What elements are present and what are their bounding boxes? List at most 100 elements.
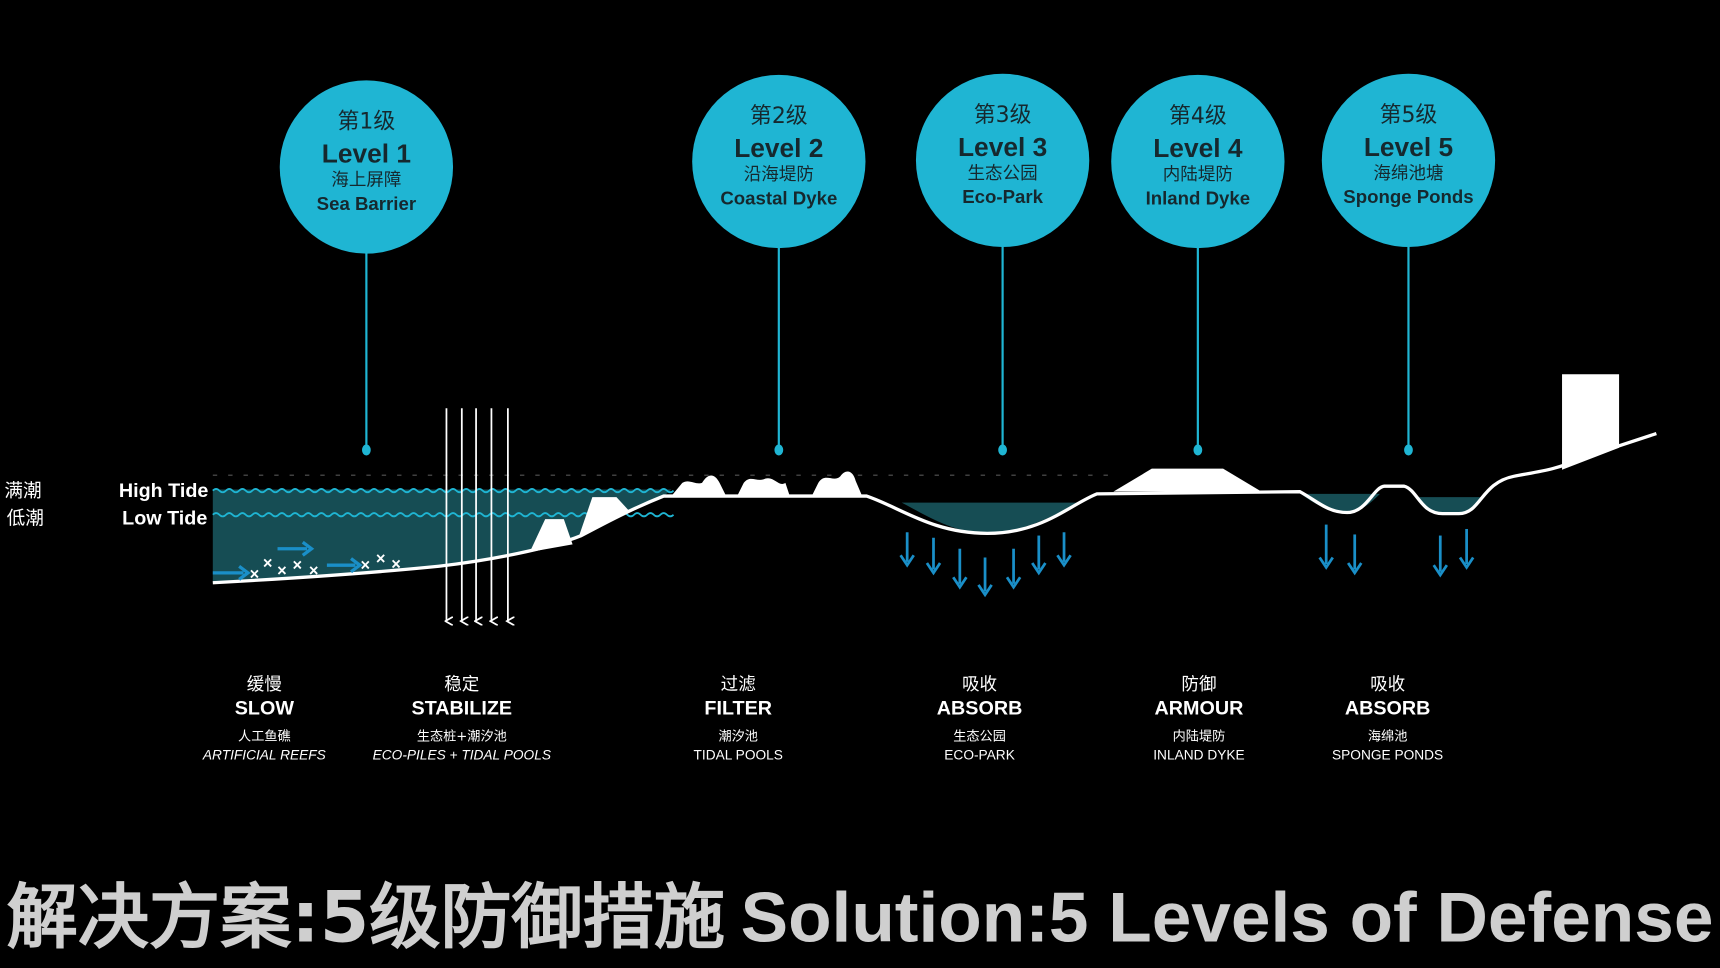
strategy-sub-cn: 人工鱼礁 (238, 728, 291, 745)
low-tide-cn-label: 低潮 (7, 509, 44, 530)
level-cn-name: 生态公园 (968, 164, 1038, 184)
artificial-reef-icon: × (309, 562, 319, 580)
infiltration-arrow-icon (1056, 532, 1072, 568)
high-tide-wave (212, 488, 675, 494)
level-name: Sea Barrier (317, 193, 416, 214)
leader-dot (361, 444, 371, 456)
strategy-cn: 稳定 (444, 675, 479, 695)
level-circle (279, 80, 454, 254)
infiltration-arrow-icon (1458, 528, 1475, 570)
infiltration-arrow-icon (925, 537, 942, 576)
strategy-en: STABILIZE (412, 697, 513, 719)
title-en: Solution:5 Levels of Defense (741, 877, 1714, 956)
strategy-sub-en: ARTIFICIAL REEFS (202, 747, 326, 762)
level-circle (692, 74, 866, 249)
level-cn-level: 第3级 (974, 103, 1032, 128)
infiltration-arrow-icon (1031, 535, 1047, 576)
leader-dot (1404, 444, 1413, 456)
level-cn-name: 内陆堤防 (1163, 165, 1233, 185)
strategy-cn: 缓慢 (247, 674, 282, 695)
strategy-sub-cn: 潮汐池 (719, 729, 758, 745)
artificial-reef-icon: × (292, 557, 302, 575)
level-cn-level: 第1级 (337, 110, 395, 135)
breakwater-rock (579, 497, 630, 536)
strategy-cn: 吸收 (1370, 675, 1405, 695)
level-name: Sponge Ponds (1343, 186, 1473, 207)
level-cn-name: 沿海堤防 (744, 165, 814, 185)
high-tide-cn-label: 满潮 (4, 481, 41, 502)
sponge-pond-2 (1417, 497, 1484, 514)
wave-flow-arrow-icon (326, 557, 363, 574)
artificial-reef-icon: × (263, 554, 273, 572)
strategy-sub-cn: 内陆堤防 (1173, 729, 1226, 745)
level-level: Level 3 (958, 132, 1047, 162)
level-cn-name: 海上屏障 (331, 171, 401, 191)
strategy-en: FILTER (704, 697, 772, 719)
level-level: Level 5 (1364, 132, 1453, 162)
infiltration-arrow-icon (1005, 548, 1022, 590)
level-level: Level 1 (322, 139, 411, 169)
leader-dot (998, 444, 1007, 456)
wave-flow-arrow-icon (212, 564, 251, 581)
artificial-reef-icon: × (360, 557, 370, 575)
strategy-en: SLOW (235, 697, 295, 719)
level-circle (915, 73, 1090, 248)
level-cn-level: 第2级 (750, 104, 808, 129)
inland-dyke (1113, 468, 1262, 492)
artificial-reef-icon: × (391, 556, 401, 574)
strategy-sub-en: INLAND DYKE (1153, 747, 1244, 762)
level-circle (1321, 73, 1496, 248)
strategy-cn: 防御 (1181, 675, 1216, 695)
leader-dot (1193, 444, 1203, 456)
artificial-reef-icon: × (277, 562, 287, 580)
ground-profile (212, 431, 1657, 585)
infiltration-arrow-icon (1318, 524, 1334, 570)
level-cn-name: 海绵池塘 (1373, 164, 1443, 184)
level-level: Level 2 (734, 133, 823, 163)
building (1562, 374, 1620, 470)
tidal-pool-mounds (671, 471, 863, 497)
strategy-en: ABSORB (937, 697, 1023, 719)
strategy-sub-cn: 海绵池 (1368, 729, 1407, 745)
strategy-sub-cn: 生态公园 (953, 729, 1006, 745)
low-tide-label: Low Tide (122, 508, 207, 530)
level-name: Inland Dyke (1146, 187, 1251, 208)
strategy-sub-en: SPONGE PONDS (1332, 747, 1443, 762)
eco-park-pond (901, 502, 1082, 534)
strategy-en: ARMOUR (1155, 697, 1244, 719)
wave-flow-arrow-icon (277, 540, 315, 557)
level-name: Coastal Dyke (720, 187, 837, 208)
level-cn-level: 第4级 (1169, 104, 1227, 129)
title-cn: 解决方案:5级防御措施 (7, 876, 725, 958)
artificial-reef-icon: × (376, 550, 386, 568)
infiltration-arrow-icon (899, 532, 915, 568)
infiltration-arrow-icon (977, 557, 993, 598)
level-circle (1111, 74, 1285, 249)
infiltration-arrow-icon (1346, 534, 1363, 576)
sponge-pond-1 (1300, 493, 1380, 513)
strategy-sub-en: ECO-PARK (944, 747, 1015, 762)
strategy-sub-en: TIDAL POOLS (694, 747, 783, 762)
leader-dot (774, 444, 784, 456)
infiltration-arrow-icon (1432, 535, 1449, 578)
level-cn-level: 第5级 (1380, 103, 1438, 128)
high-tide-label: High Tide (119, 480, 209, 502)
strategy-cn: 吸收 (962, 675, 997, 695)
artificial-reef-icon: × (250, 565, 260, 583)
strategy-en: ABSORB (1345, 697, 1431, 719)
strategy-sub-en: ECO-PILES + TIDAL POOLS (373, 747, 551, 762)
infiltration-arrow-icon (952, 548, 968, 590)
